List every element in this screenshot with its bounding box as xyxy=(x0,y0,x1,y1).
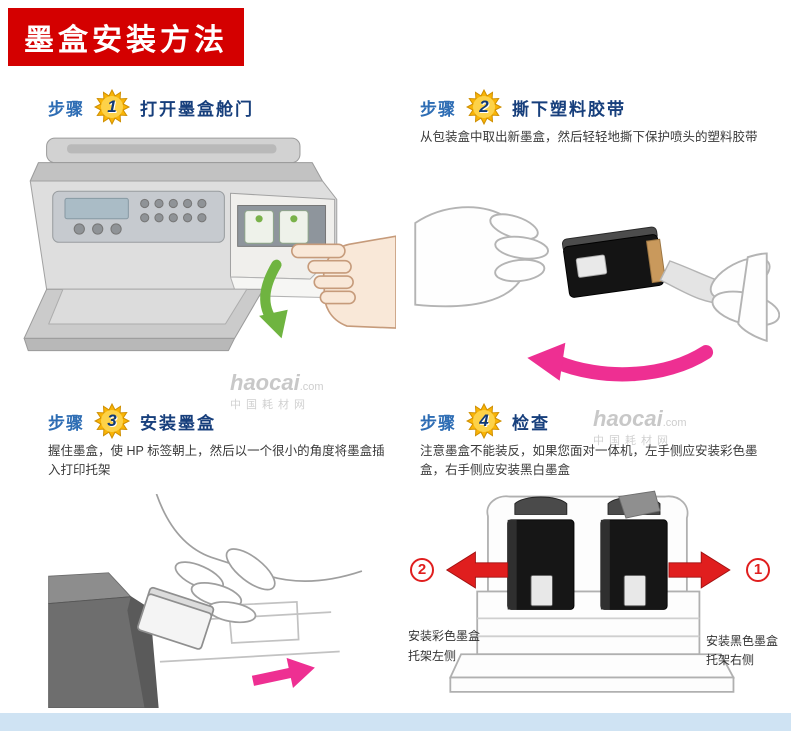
black-cartridge xyxy=(600,490,668,610)
tape-peel-drawing xyxy=(414,206,781,382)
step-description: 握住墨盒，使 HP 标签朝上，然后以一个很小的角度将墨盒插入打印托架 xyxy=(48,444,385,478)
pink-curved-arrow-icon xyxy=(527,342,714,382)
step-title: 打开墨盒舱门 xyxy=(140,99,254,119)
right-hand xyxy=(709,252,781,343)
step-label: 步骤 xyxy=(420,99,456,119)
carriage-rails xyxy=(477,617,700,638)
green-curved-arrow-icon xyxy=(259,259,288,339)
starburst-icon xyxy=(94,403,130,439)
red-arrow-right-icon xyxy=(668,551,731,589)
step-title: 安装墨盒 xyxy=(140,413,216,433)
holding-hand xyxy=(151,493,366,624)
left-hand xyxy=(414,206,549,308)
step-label: 步骤 xyxy=(48,413,84,433)
printer-illustration: haocai.com 中国耗材网 xyxy=(18,134,397,411)
step-3-panel: 步骤 3 安装墨盒 握住墨盒，使 HP 标签朝上，然后以一个很小的角度将墨盒插入… xyxy=(18,402,396,712)
step-number: 2 xyxy=(479,97,489,116)
step-4-panel: 步骤 4 检查 注意墨盒不能装反，如果您面对一体机，左手侧应安装彩色墨盒，右手侧… xyxy=(402,402,780,712)
red-arrow-left-icon xyxy=(445,551,509,589)
step-3-header: 步骤 3 安装墨盒 xyxy=(18,402,396,440)
left-caption: 安装彩色墨盒 托架左侧 xyxy=(408,629,481,663)
step-description xyxy=(18,126,396,128)
step-2-header: 步骤 2 撕下塑料胶带 xyxy=(402,88,780,126)
step-label: 步骤 xyxy=(420,413,456,433)
printer-body xyxy=(23,137,342,352)
check-orientation-illustration: 2 1 安装彩色墨盒 托架左侧 安装黑色墨盒 托架右侧 haocai.com 中… xyxy=(402,484,780,708)
starburst-icon xyxy=(466,403,502,439)
pointing-hand xyxy=(290,235,397,329)
step-description: 注意墨盒不能装反，如果您面对一体机，左手侧应安装彩色墨盒，右手侧应安装黑白墨盒 xyxy=(420,444,758,478)
step-1-header: 步骤 1 打开墨盒舱门 xyxy=(18,88,396,126)
left-marker-number: 2 xyxy=(417,561,427,579)
step-number: 1 xyxy=(107,97,117,116)
step-1-badge: 1 xyxy=(94,89,130,125)
step-title: 撕下塑料胶带 xyxy=(512,99,626,119)
step-description: 从包装盒中取出新墨盒，然后轻轻地撕下保护喷头的塑料胶带 xyxy=(420,130,758,144)
footer-bar xyxy=(0,713,791,731)
carriage-body xyxy=(448,495,735,693)
step-2-panel: 步骤 2 撕下塑料胶带 从包装盒中取出新墨盒，然后轻轻地撕下保护喷头的塑料胶带 xyxy=(402,88,781,447)
step-number: 3 xyxy=(107,411,117,430)
step-label: 步骤 xyxy=(48,99,84,119)
step-2-badge: 2 xyxy=(466,89,502,125)
pink-arrow-icon xyxy=(251,657,315,689)
color-cartridge xyxy=(507,496,575,610)
printer-drawing xyxy=(23,137,397,352)
control-buttons xyxy=(73,198,207,235)
step-number: 4 xyxy=(479,411,489,430)
page-title-text: 墨盒安装方法 xyxy=(24,24,228,57)
right-position-marker: 1 xyxy=(746,557,770,582)
step-4-header: 步骤 4 检查 xyxy=(402,402,780,440)
right-marker-number: 1 xyxy=(753,561,763,579)
ink-cartridge xyxy=(562,226,667,298)
two-cartridges-drawing xyxy=(445,490,735,693)
starburst-icon xyxy=(466,89,502,125)
right-caption: 安装黑色墨盒 托架右侧 xyxy=(705,633,778,668)
cartridge-outline xyxy=(137,586,215,650)
step-title: 检查 xyxy=(512,413,550,433)
page-title: 墨盒安装方法 xyxy=(8,8,244,66)
insert-cartridge-drawing xyxy=(48,493,366,709)
starburst-icon xyxy=(94,89,130,125)
tape-peel-illustration: haocai.com 中国耗材网 xyxy=(402,166,781,447)
step-1-panel: 步骤 1 打开墨盒舱门 xyxy=(18,88,397,411)
step-4-badge: 4 xyxy=(466,403,502,439)
printer-corner xyxy=(48,572,159,709)
insert-cartridge-illustration: haocai.com 中国耗材网 xyxy=(18,493,396,709)
left-position-marker: 2 xyxy=(410,557,434,582)
step-3-badge: 3 xyxy=(94,403,130,439)
